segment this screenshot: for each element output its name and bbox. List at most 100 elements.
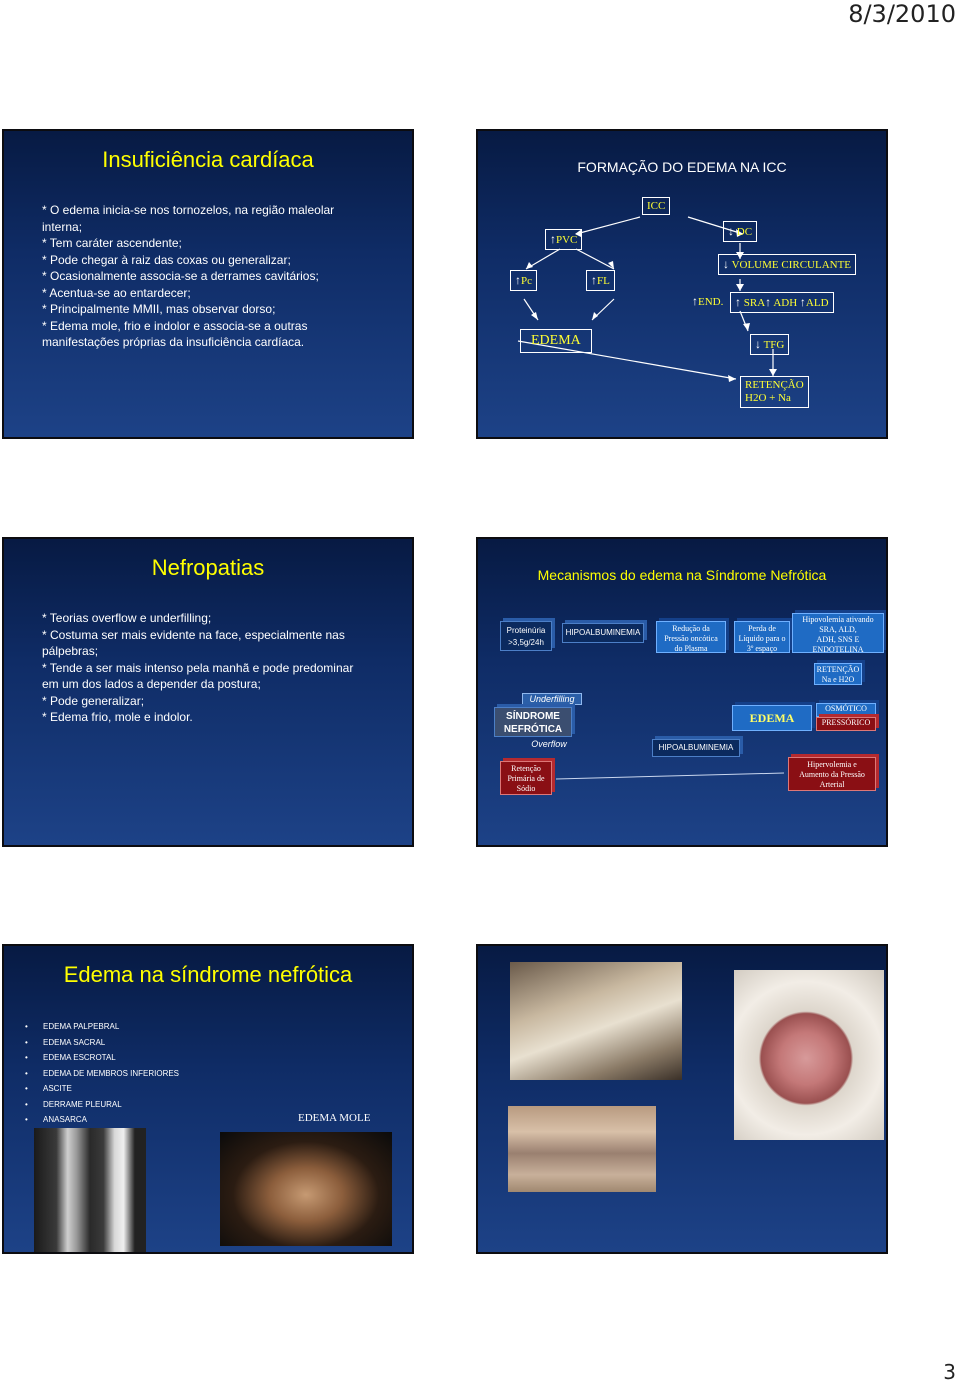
arrow-up-icon: ↑ — [550, 232, 556, 246]
box-line: SRA, ALD, — [819, 625, 857, 634]
slide-nefropatias: Nefropatias * Teorias overflow e underfi… — [2, 537, 414, 847]
list-item: ANASARCA — [25, 1112, 179, 1128]
box-line: Retenção — [511, 764, 541, 773]
list-item: EDEMA SACRAL — [25, 1035, 179, 1051]
arrow-up-icon: ↑ — [765, 295, 772, 309]
node-label: VOLUME CIRCULANTE — [731, 259, 852, 271]
label-overflow: Overflow — [531, 739, 567, 749]
node-label: DC — [736, 226, 753, 238]
box-line: NEFRÓTICA — [503, 724, 563, 735]
box-proteinuria: Proteinúria >3,5g/24h — [500, 621, 552, 651]
node-label: TFG — [763, 339, 785, 351]
body-line: * Tem caráter ascendente; — [42, 236, 182, 250]
arrow-down-icon: ↓ — [723, 257, 729, 271]
slide-title: Nefropatias — [151, 555, 265, 580]
list-item: EDEMA DE MEMBROS INFERIORES — [25, 1066, 179, 1082]
box-line: Hipovolemia ativando — [802, 615, 874, 624]
node-dc: ↓ DC — [723, 221, 758, 242]
body-line: * Pode chegar à raiz das coxas ou genera… — [42, 252, 291, 267]
slide-photos — [476, 944, 888, 1254]
arrow-up-icon: ↑ — [515, 273, 521, 287]
box-line: 3º espaço — [746, 644, 778, 653]
caption-edema-mole: EDEMA MOLE — [298, 1112, 371, 1124]
list-item: EDEMA PALPEBRAL — [25, 1019, 179, 1035]
slide-edema-sindrome-nefrotica: Edema na síndrome nefrótica EDEMA PALPEB… — [2, 944, 414, 1254]
box-line: Sódio — [516, 784, 536, 793]
body-line: * Principalmente MMII, mas observar dors… — [42, 302, 276, 316]
body-line: * Ocasionalmente associa-se a derrames c… — [42, 269, 319, 283]
box-line: Pressão oncótica — [664, 634, 718, 643]
box-retencao-na: RETENÇÃO Na e H2O — [814, 663, 862, 685]
box-retencao-sodio: Retenção Primária de Sódio — [500, 761, 552, 795]
box-hipoalbuminemia: HIPOALBUMINEMIA — [562, 623, 644, 643]
node-end: ↑END. — [688, 292, 727, 311]
box-line: Líquido para o — [738, 634, 786, 643]
box-line: Redução da — [672, 624, 710, 633]
box-pressorico: PRESSÓRICO — [816, 717, 876, 731]
box-reducao-pressao: Redução da Pressão oncótica do Plasma — [656, 621, 726, 653]
box-line: RETENÇÃO — [816, 665, 860, 674]
box-perda-liquido: Perda de Líquido para o 3º espaço — [734, 621, 790, 653]
page-number: 3 — [943, 1360, 956, 1384]
node-fl: ↑FL — [586, 270, 615, 291]
box-line: Proteinúria — [506, 626, 546, 635]
body-line: * Pode generalizar; — [42, 693, 145, 708]
body-line: * O edema inicia-se nos tornozelos, na r… — [42, 203, 335, 217]
box-sindrome-nefrotica: SÍNDROME NEFRÓTICA — [494, 707, 572, 737]
body-line: manifestações próprias da insuficiência … — [42, 335, 305, 349]
box-line: SÍNDROME — [506, 711, 560, 722]
slide-body: * O edema inicia-se nos tornozelos, na r… — [42, 202, 392, 351]
node-label: PVC — [556, 234, 578, 246]
arrow-up-icon: ↑ — [591, 273, 597, 287]
node-pvc: ↑PVC — [545, 229, 583, 250]
list-item: EDEMA ESCROTAL — [25, 1050, 179, 1066]
box-line: ENDOTELINA — [812, 645, 864, 654]
slide-body: * Teorias overflow e underfilling; * Cos… — [42, 610, 392, 726]
slide-title: Mecanismos do edema na Síndrome Nefrótic… — [537, 567, 827, 583]
diagram-connectors — [555, 772, 785, 780]
body-line: * Edema frio, mole e indolor. — [42, 710, 193, 724]
body-line: em um dos lados a depender da postura; — [42, 677, 261, 691]
box-line: Aumento da Pressão — [799, 770, 865, 779]
arrow-down-icon: ↓ — [728, 224, 734, 238]
slide-title: FORMAÇÃO DO EDEMA NA ICC — [577, 159, 787, 175]
node-sra-adh-ald: ↑ SRA↑ ADH ↑ALD — [730, 292, 834, 313]
node-edema: EDEMA — [520, 329, 592, 353]
slide-mecanismos-sindrome-nefrotica: Mecanismos do edema na Síndrome Nefrótic… — [476, 537, 888, 847]
node-label: SRA — [743, 297, 766, 309]
diagram-connectors — [517, 216, 777, 382]
slide-title: Insuficiência cardíaca — [102, 147, 314, 172]
slide-formacao-edema-icc: FORMAÇÃO DO EDEMA NA ICC — [476, 129, 888, 439]
box-line: Hipervolemia e — [807, 760, 857, 769]
body-line: * Costuma ser mais evidente na face, esp… — [42, 627, 345, 642]
body-line: * Tende a ser mais intenso pela manhã e … — [42, 660, 354, 675]
node-icc: ICC — [642, 197, 671, 215]
photo-scrotal-edema — [734, 970, 884, 1140]
box-line: Primária de — [507, 774, 545, 783]
box-hipovolemia: Hipovolemia ativando SRA, ALD, ADH, SNS … — [792, 613, 884, 654]
photo-test-tubes — [34, 1128, 146, 1252]
body-line: * Edema mole, frio e indolor e associa-s… — [42, 318, 308, 333]
node-label: END. — [698, 296, 724, 308]
node-label: Pc — [521, 275, 532, 287]
list-item: ASCITE — [25, 1081, 179, 1097]
box-line: do Plasma — [674, 644, 708, 653]
arrow-up-icon: ↑ — [735, 295, 741, 309]
node-label: RETENÇÃO — [745, 379, 804, 391]
body-line: interna; — [42, 219, 83, 234]
body-line: pálpebras; — [42, 644, 99, 658]
node-label: H2O + Na — [745, 392, 791, 404]
list-item: DERRAME PLEURAL — [25, 1097, 179, 1113]
node-pc: ↑Pc — [510, 270, 537, 291]
box-hipervolemia: Hipervolemia e Aumento da Pressão Arteri… — [788, 757, 876, 791]
box-edema: EDEMA — [732, 705, 812, 731]
node-label: FL — [597, 275, 610, 287]
photo-palpebral-edema — [508, 1106, 656, 1192]
box-osmotico: OSMÓTICO — [816, 703, 876, 717]
node-label: ALD — [805, 297, 829, 309]
arrow-up-icon: ↑ — [799, 295, 806, 309]
box-line: Arterial — [819, 780, 845, 789]
node-tfg: ↓ TFG — [750, 334, 790, 355]
node-retencao: RETENÇÃO H2O + Na — [740, 376, 809, 408]
arrow-up-icon: ↑ — [692, 294, 698, 308]
